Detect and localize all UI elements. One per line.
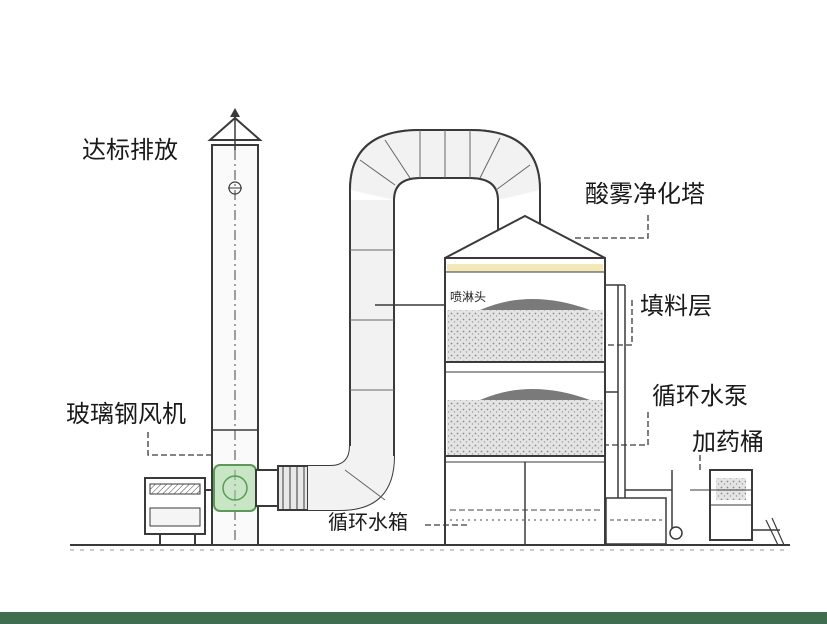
label-tank: 循环水箱 — [328, 510, 408, 534]
fan-assembly — [144, 464, 309, 545]
leader-lines — [147, 215, 701, 526]
air-duct — [308, 129, 541, 511]
ground — [70, 544, 790, 551]
label-pump: 循环水泵 — [652, 382, 748, 410]
label-packing: 填料层 — [640, 292, 712, 320]
label-dosing: 加药桶 — [692, 428, 764, 456]
label-spray: 喷淋头 — [450, 290, 487, 304]
dosing-tank — [690, 469, 785, 546]
label-exhaust: 达标排放 — [82, 136, 178, 164]
footer-bar — [0, 612, 827, 624]
purification-tower — [375, 214, 606, 546]
label-fan: 玻璃钢风机 — [66, 400, 186, 428]
label-tower: 酸雾净化塔 — [585, 180, 705, 208]
circulation-pipe — [605, 284, 683, 545]
